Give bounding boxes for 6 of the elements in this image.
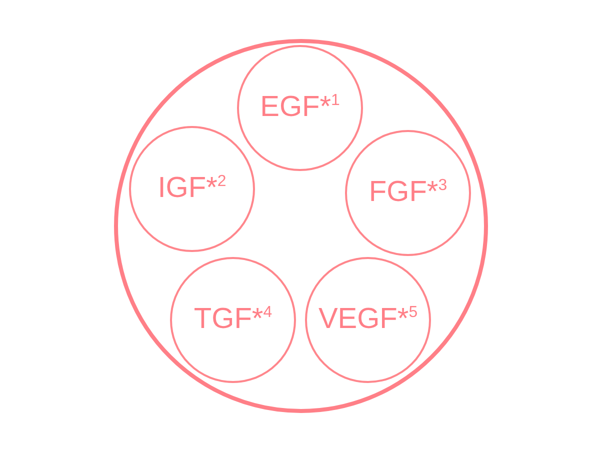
growth-factor-label: FGF*$^{3}$	[368, 178, 448, 208]
growth-factor-label: VEGF*$^{5}$	[318, 305, 418, 335]
growth-factor-label: TGF*$^{4}$	[194, 305, 272, 335]
growth-factor-label: EGF*$^{1}$	[260, 93, 340, 123]
growth-factor-label: IGF*$^{2}$	[158, 174, 226, 204]
outer-circle	[114, 39, 488, 413]
